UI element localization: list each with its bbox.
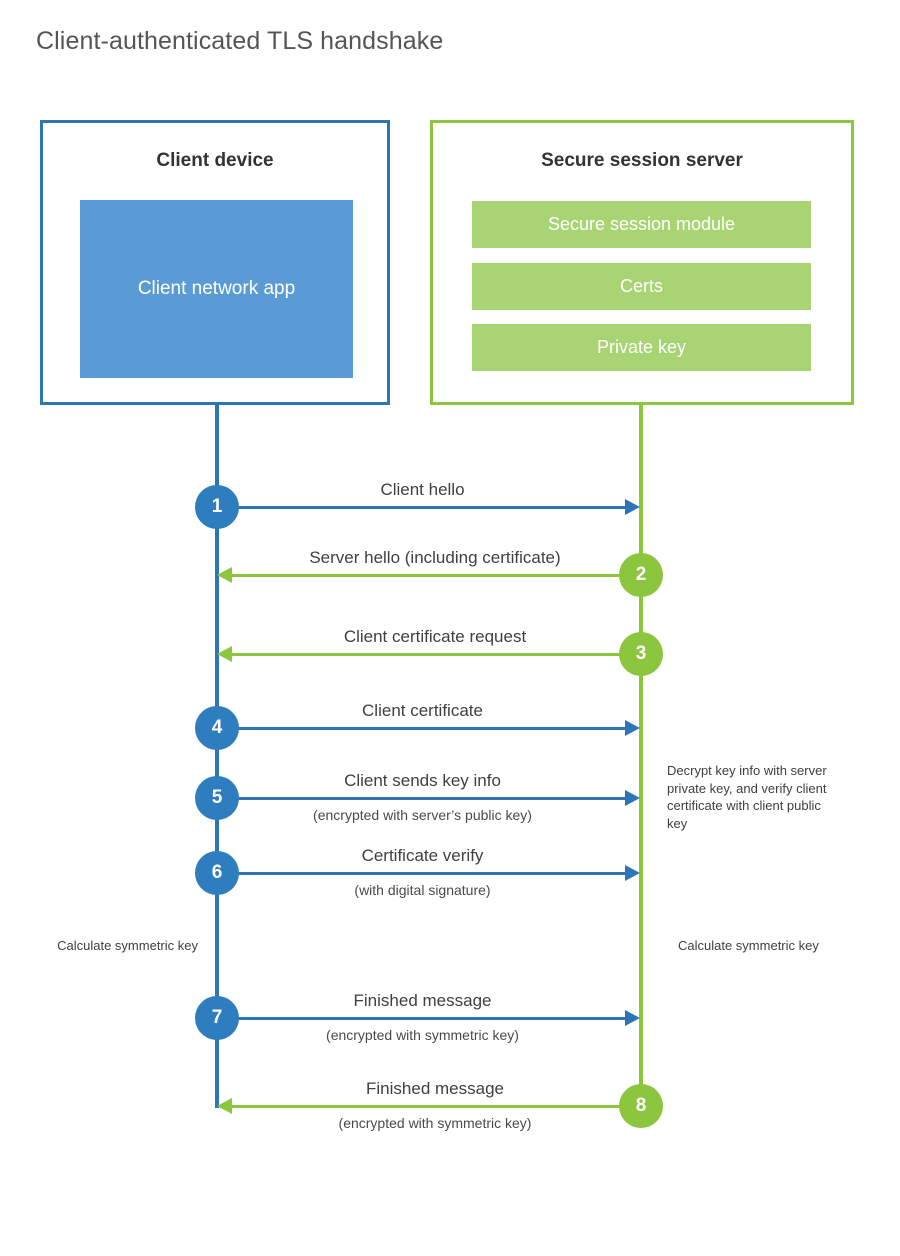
message-row-6: Certificate verify 6 (with digital signa… [0, 846, 900, 898]
server-note-decrypt: Decrypt key info with server private key… [667, 763, 827, 831]
message-line-8 [229, 1105, 641, 1108]
message-label-4: Client certificate [362, 701, 483, 720]
server-module-certs: Certs [472, 263, 811, 310]
step-circle-7: 7 [195, 996, 239, 1040]
message-row-8: Finished message 8 (encrypted with symme… [0, 1079, 900, 1131]
server-lifeline [639, 405, 643, 1108]
message-row-5: Client sends key info 5 (encrypted with … [0, 771, 900, 823]
message-label-2: Server hello (including certificate) [309, 548, 561, 567]
message-label-3: Client certificate request [343, 627, 527, 646]
arrow-right-icon [625, 865, 640, 881]
secure-session-server-title: Secure session server [541, 150, 743, 171]
message-sublabel-8: (encrypted with symmetric key) [338, 1115, 532, 1131]
arrow-right-icon [625, 790, 640, 806]
step-circle-6: 6 [195, 851, 239, 895]
server-module-private-key: Private key [472, 324, 811, 371]
client-device-title: Client device [156, 150, 274, 171]
message-line-1 [217, 506, 628, 509]
client-device-box: Client device Client network app [40, 120, 390, 405]
message-label-7: Finished message [353, 991, 492, 1010]
step-circle-3: 3 [619, 632, 663, 676]
message-line-3 [229, 653, 641, 656]
arrow-left-icon [217, 646, 232, 662]
message-row-2: Server hello (including certificate) 2 [0, 548, 900, 597]
message-sublabel-5: (encrypted with server’s public key) [313, 807, 532, 823]
arrow-right-icon [625, 499, 640, 515]
page-title: Client-authenticated TLS handshake [36, 27, 444, 55]
message-label-6: Certificate verify [361, 846, 484, 865]
message-row-1: Client hello 1 [0, 480, 900, 529]
message-label-5: Client sends key info [344, 771, 501, 790]
server-note-calculate-symmetric-key: Calculate symmetric key [678, 938, 819, 953]
step-circle-5: 5 [195, 776, 239, 820]
step-circle-1: 1 [195, 485, 239, 529]
arrow-right-icon [625, 1010, 640, 1026]
message-sublabel-6: (with digital signature) [354, 882, 491, 898]
client-network-app-block: Client network app [80, 200, 353, 378]
arrow-right-icon [625, 720, 640, 736]
message-line-2 [229, 574, 641, 577]
step-circle-2: 2 [619, 553, 663, 597]
message-row-3: Client certificate request 3 [0, 627, 900, 676]
message-row-7: Finished message 7 (encrypted with symme… [0, 991, 900, 1043]
message-label-1: Client hello [380, 480, 465, 499]
step-circle-4: 4 [195, 706, 239, 750]
message-line-4 [217, 727, 628, 730]
arrow-left-icon [217, 1098, 232, 1114]
message-line-6 [217, 872, 628, 875]
message-sublabel-7: (encrypted with symmetric key) [326, 1027, 519, 1043]
step-circle-8: 8 [619, 1084, 663, 1128]
message-row-4: Client certificate 4 [0, 701, 900, 750]
client-lifeline [215, 405, 219, 1108]
message-label-8: Finished message [366, 1079, 504, 1098]
message-line-5 [217, 797, 628, 800]
client-note-calculate-symmetric-key: Calculate symmetric key [57, 938, 198, 953]
arrow-left-icon [217, 567, 232, 583]
server-module-secure-session-module: Secure session module [472, 201, 811, 248]
secure-session-server-box: Secure session server Secure session mod… [430, 120, 854, 405]
message-line-7 [217, 1017, 628, 1020]
